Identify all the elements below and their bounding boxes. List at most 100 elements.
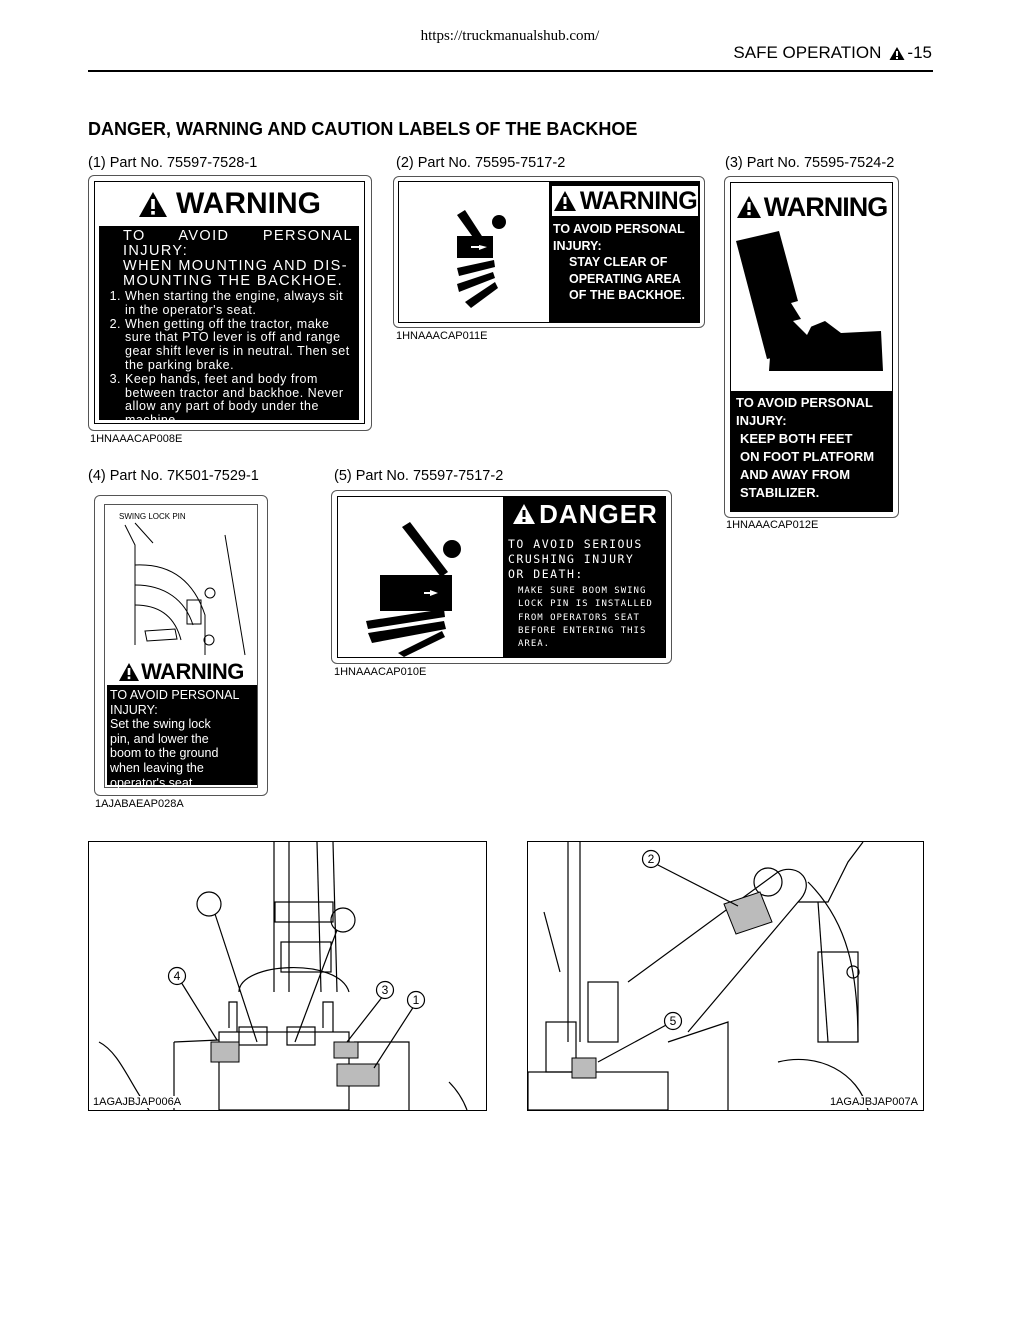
label-3-signal-word: WARNING bbox=[763, 191, 888, 222]
label-4-diagram-label: SWING LOCK PIN bbox=[119, 512, 186, 521]
label-4-signal-row: WARNING bbox=[105, 659, 257, 685]
label-2-line: TO AVOID PERSONAL bbox=[553, 222, 685, 236]
label-5-sub-line: LOCK PIN IS INSTALLED bbox=[518, 599, 653, 610]
label-1-part-number: (1) Part No. 75597-7528-1 bbox=[88, 155, 258, 171]
label-1-heading: TO AVOID PERSONAL INJURY: WHEN MOUNTING … bbox=[107, 229, 353, 289]
label-5-sub-line: MAKE SURE BOOM SWING bbox=[518, 586, 647, 596]
label-2-sticker: WARNING TO AVOID PERSONAL INJURY: STAY C… bbox=[398, 181, 700, 323]
label-1-step: Keep hands, feet and body from between t… bbox=[125, 372, 353, 423]
label-2-card: WARNING TO AVOID PERSONAL INJURY: STAY C… bbox=[393, 176, 705, 328]
label-2-line: INJURY: bbox=[553, 238, 602, 253]
label-2-line: STAY CLEAR OF bbox=[569, 255, 668, 269]
label-4-part-number: (4) Part No. 7K501-7529-1 bbox=[88, 468, 259, 484]
label-1-card: WARNING TO AVOID PERSONAL INJURY: WHEN M… bbox=[88, 175, 372, 431]
label-4-signal-word: WARNING bbox=[141, 659, 244, 684]
label-4-card: SWING LOCK PIN WARNING TO A bbox=[94, 495, 268, 796]
backhoe-boom-illustration: 2 5 1AGAJBJAP007A bbox=[527, 841, 924, 1111]
label-1-steps: When starting the engine, always sit in … bbox=[107, 289, 353, 423]
label-2-part-number: (2) Part No. 75595-7517-2 bbox=[396, 155, 566, 171]
callout-5: 5 bbox=[670, 1014, 677, 1028]
label-4-sticker: SWING LOCK PIN WARNING TO A bbox=[104, 504, 258, 790]
label-4-code: 1AJABAEAP028A bbox=[95, 798, 184, 810]
label-1-code: 1HNAAACAP008E bbox=[90, 433, 183, 445]
label-2-message-panel: WARNING TO AVOID PERSONAL INJURY: STAY C… bbox=[549, 182, 699, 322]
safety-alert-icon bbox=[736, 196, 761, 218]
label-4-line: operator's seat. bbox=[110, 775, 196, 790]
label-3-line: AND AWAY FROM bbox=[740, 466, 851, 482]
label-1-heading-line: MOUNTING THE BACKHOE. bbox=[123, 273, 344, 289]
label-4-line: INJURY: bbox=[110, 702, 158, 717]
label-2-signal-row: WARNING bbox=[552, 186, 698, 216]
label-4-line: TO AVOID PERSONAL bbox=[110, 688, 240, 702]
label-5-signal-row: DANGER bbox=[503, 497, 665, 531]
safety-alert-icon bbox=[139, 191, 167, 217]
label-3-line: INJURY: bbox=[736, 412, 787, 428]
label-4-line: boom to the ground bbox=[110, 746, 219, 761]
page-number: -15 bbox=[907, 43, 932, 62]
label-3-sticker: WARNING TO AVOID PERSONAL INJURY: KEEP B… bbox=[730, 182, 893, 512]
label-4-line: Set the swing lock bbox=[110, 717, 211, 732]
backhoe-controls-drawing: 4 3 1 bbox=[98, 842, 468, 1110]
label-1-heading-line: TO AVOID PERSONAL INJURY: bbox=[123, 228, 353, 259]
label-2-line: OF THE BACKHOE. bbox=[569, 288, 685, 302]
safety-alert-icon bbox=[553, 191, 576, 211]
label-3-line: TO AVOID PERSONAL bbox=[736, 395, 873, 410]
swing-lock-pin-diagram bbox=[124, 522, 246, 656]
backhoe-boom-drawing: 2 5 bbox=[528, 842, 869, 1110]
label-2-code: 1HNAAACAP011E bbox=[396, 330, 488, 342]
crushing-hazard-pictogram bbox=[366, 522, 461, 657]
label-3-line: STABILIZER. bbox=[740, 484, 820, 500]
label-3-line: ON FOOT PLATFORM bbox=[740, 448, 875, 464]
label-5-message-panel: DANGER TO AVOID SERIOUS CRUSHING INJURY … bbox=[503, 497, 665, 657]
label-5-signal-word: DANGER bbox=[539, 498, 658, 529]
page-title: DANGER, WARNING AND CAUTION LABELS OF TH… bbox=[88, 119, 638, 139]
header-rule bbox=[88, 70, 933, 72]
section-name: SAFE OPERATION bbox=[733, 43, 882, 62]
label-4-message-panel: TO AVOID PERSONAL INJURY: Set the swing … bbox=[107, 685, 257, 790]
label-1-signal-row: WARNING bbox=[95, 182, 364, 226]
photo-2-code: 1AGAJBJAP007A bbox=[827, 1096, 920, 1108]
callout-4: 4 bbox=[174, 969, 181, 983]
label-1-signal-word: WARNING bbox=[176, 187, 321, 220]
foot-crush-pictogram bbox=[736, 231, 883, 371]
label-5-sub-line: FROM OPERATORS SEAT bbox=[518, 612, 640, 623]
safety-alert-icon bbox=[889, 46, 905, 60]
label-3-line: KEEP BOTH FEET bbox=[740, 430, 853, 446]
label-5-card: DANGER TO AVOID SERIOUS CRUSHING INJURY … bbox=[331, 490, 672, 664]
label-1-step: When getting off the tractor, make sure … bbox=[125, 317, 353, 373]
label-2-line: OPERATING AREA bbox=[569, 271, 681, 286]
label-1-sticker: WARNING TO AVOID PERSONAL INJURY: WHEN M… bbox=[94, 181, 365, 424]
label-5-line: TO AVOID SERIOUS bbox=[508, 537, 643, 551]
page-header: SAFE OPERATION -15 bbox=[733, 43, 932, 63]
label-1-heading-line: WHEN MOUNTING AND DIS- bbox=[123, 258, 348, 274]
label-3-part-number: (3) Part No. 75595-7524-2 bbox=[725, 155, 895, 171]
label-3-signal-row: WARNING bbox=[731, 183, 892, 231]
label-3-card: WARNING TO AVOID PERSONAL INJURY: KEEP B… bbox=[724, 176, 899, 518]
safety-alert-icon bbox=[119, 663, 140, 681]
label-5-line: CRUSHING INJURY bbox=[508, 552, 635, 566]
callout-3: 3 bbox=[382, 983, 389, 997]
label-5-sub-line: BEFORE ENTERING THIS bbox=[518, 625, 647, 636]
label-2-signal-word: WARNING bbox=[579, 186, 698, 215]
label-5-part-number: (5) Part No. 75597-7517-2 bbox=[334, 468, 504, 484]
photo-1-code: 1AGAJBJAP006A bbox=[91, 1096, 184, 1108]
label-3-message-panel: TO AVOID PERSONAL INJURY: KEEP BOTH FEET… bbox=[731, 391, 892, 511]
label-5-code: 1HNAAACAP010E bbox=[334, 666, 427, 678]
callout-1: 1 bbox=[413, 993, 420, 1007]
label-5-sub-line: AREA. bbox=[518, 639, 551, 650]
label-4-line: pin, and lower the bbox=[110, 731, 209, 746]
backhoe-controls-illustration: 4 3 1 1AGAJBJAP006A bbox=[88, 841, 487, 1111]
safety-alert-icon bbox=[513, 504, 536, 524]
crushing-hazard-pictogram bbox=[457, 210, 506, 308]
callout-2: 2 bbox=[648, 852, 655, 866]
label-5-heading: TO AVOID SERIOUS CRUSHING INJURY OR DEAT… bbox=[503, 531, 665, 582]
source-url: https://truckmanualshub.com/ bbox=[420, 28, 600, 44]
label-1-message-panel: TO AVOID PERSONAL INJURY: WHEN MOUNTING … bbox=[99, 226, 359, 423]
label-1-step: When starting the engine, always sit in … bbox=[125, 289, 353, 318]
label-5-instructions: MAKE SURE BOOM SWING LOCK PIN IS INSTALL… bbox=[503, 582, 665, 651]
label-5-line: OR DEATH: bbox=[508, 567, 584, 581]
label-3-code: 1HNAAACAP012E bbox=[726, 519, 819, 531]
label-4-line: when leaving the bbox=[110, 760, 204, 775]
label-2-message: TO AVOID PERSONAL INJURY: STAY CLEAR OF … bbox=[549, 216, 699, 304]
label-5-sticker: DANGER TO AVOID SERIOUS CRUSHING INJURY … bbox=[337, 496, 666, 658]
